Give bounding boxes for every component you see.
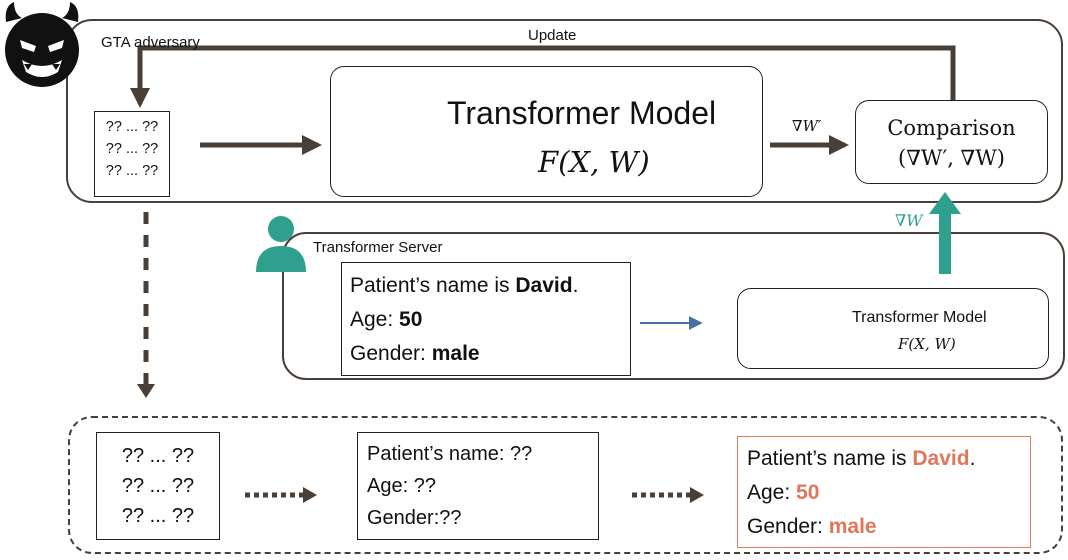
- comparison-box: Comparison (∇W′, ∇W): [855, 100, 1048, 184]
- server-label: Transformer Server: [313, 239, 443, 256]
- recovered-name-suffix: .: [969, 447, 976, 470]
- recovered-name: David: [912, 447, 970, 470]
- reconstruction-panel: [68, 416, 1063, 554]
- partial-recovery-box: Patient’s name: ?? Age: ?? Gender:??: [357, 432, 599, 540]
- transformer-model-adversary: Transformer Model F(X, W): [330, 66, 763, 197]
- patient-age: 50: [399, 308, 423, 331]
- adversary-label: GTA adversary: [101, 34, 200, 51]
- model-formula: F(X, W): [538, 145, 650, 179]
- recovered-gender: male: [828, 515, 877, 538]
- patient-name-suffix: .: [572, 274, 579, 297]
- patient-age-prefix: Age:: [350, 308, 400, 331]
- patient-age-line: Age: 50: [350, 303, 630, 337]
- patient-name: David: [515, 274, 573, 297]
- partial-line: Patient’s name: ??: [367, 443, 533, 465]
- dummy-data-box: ?? ... ?? ?? ... ?? ?? ... ??: [94, 111, 170, 197]
- dummy-line: ?? ... ??: [121, 505, 195, 527]
- person-icon: [256, 216, 306, 272]
- model-small-title: Transformer Model: [852, 309, 987, 326]
- patient-gender-line: Gender: male: [350, 337, 630, 371]
- patient-gender: male: [431, 342, 480, 365]
- recovered-gender-prefix: Gender:: [747, 515, 829, 538]
- dummy-line: ?? ... ??: [105, 119, 159, 135]
- dummy-data-box-bottom: ?? ... ?? ?? ... ?? ?? ... ??: [96, 432, 220, 540]
- dummy-line: ?? ... ??: [121, 475, 195, 497]
- recovered-age: 50: [796, 481, 820, 504]
- update-label: Update: [528, 27, 577, 44]
- recovered-name-prefix: Patient’s name is: [747, 447, 913, 470]
- dummy-line: ?? ... ??: [105, 141, 159, 157]
- adversary-panel: [66, 19, 1063, 203]
- recovered-age-prefix: Age:: [747, 481, 797, 504]
- recovered-record: Patient’s name is David. Age: 50 Gender:…: [737, 436, 1031, 548]
- recovered-gender-line: Gender: male: [747, 510, 1030, 544]
- model-small-formula: F(X, W): [898, 335, 956, 353]
- dummy-line: ?? ... ??: [105, 163, 159, 179]
- dummy-line: ?? ... ??: [121, 445, 195, 467]
- update-arrow: [130, 45, 956, 108]
- transformer-model-server: Transformer Model F(X, W): [737, 288, 1049, 369]
- patient-gender-prefix: Gender:: [350, 342, 432, 365]
- grad-prime-label: ∇W′: [792, 117, 822, 135]
- recovered-age-line: Age: 50: [747, 476, 1030, 510]
- patient-name-prefix: Patient’s name is: [350, 274, 516, 297]
- partial-line: Gender:??: [367, 507, 462, 529]
- comparison-formula: (∇W′, ∇W): [898, 146, 1005, 170]
- patient-name-line: Patient’s name is David.: [350, 269, 630, 303]
- grad-up-arrow: [929, 192, 961, 274]
- recovered-name-line: Patient’s name is David.: [747, 442, 1030, 476]
- comparison-title: Comparison: [887, 116, 1016, 140]
- patient-record: Patient’s name is David. Age: 50 Gender:…: [341, 262, 631, 376]
- partial-line: Age: ??: [367, 475, 436, 497]
- grad-label: ∇W: [895, 211, 923, 230]
- model-title: Transformer Model: [447, 95, 717, 131]
- devil-icon: [5, 2, 79, 87]
